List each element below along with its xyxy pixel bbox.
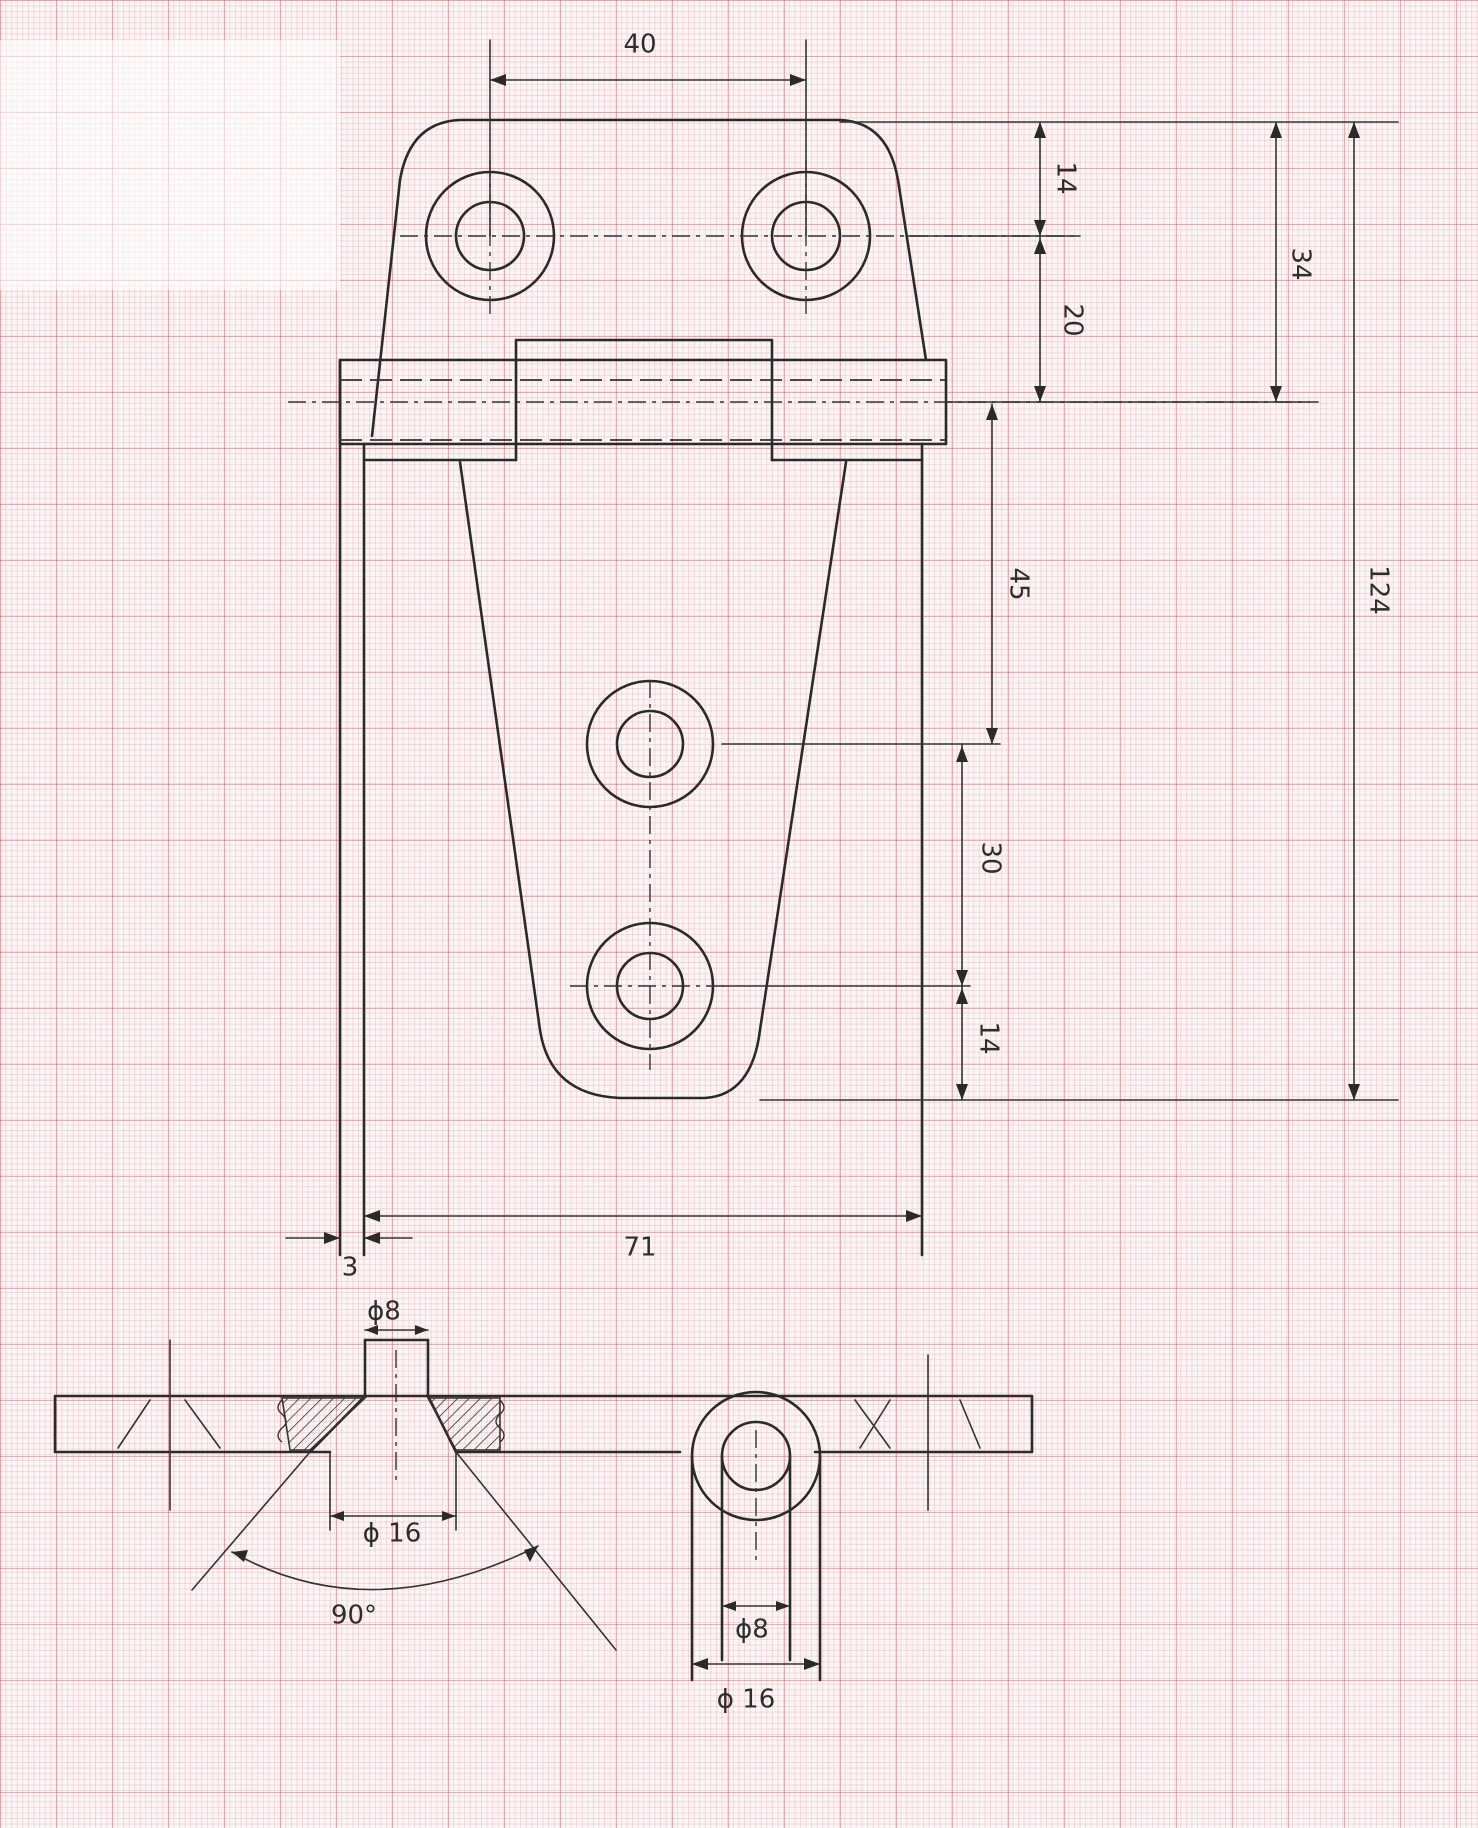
dim-knuckle-diameter: ϕ 16 xyxy=(717,1685,776,1715)
front-view xyxy=(288,118,1310,1257)
dim-knuckle-offset: 3 xyxy=(342,1253,359,1283)
dimensions-group: 40 14 20 34 124 xyxy=(285,30,1399,1283)
dim-countersink-diameter: ϕ 16 xyxy=(363,1519,422,1549)
section-hatch-right xyxy=(426,1397,501,1451)
dim-pin-diameter-section: ϕ8 xyxy=(367,1297,401,1327)
dim-hole-to-axis: 20 xyxy=(1058,303,1088,336)
side-view: ϕ8 ϕ 16 xyxy=(690,1390,822,1715)
erased-corner-area xyxy=(0,40,340,290)
dim-top-leaf-height: 34 xyxy=(1286,247,1316,280)
dim-top-edge-to-hole: 14 xyxy=(1051,161,1081,194)
center-knuckle-segment xyxy=(514,338,774,462)
dim-hole-spacing-bottom: 30 xyxy=(976,841,1006,874)
section-hatch-left xyxy=(281,1397,368,1451)
dim-axis-to-hole: 45 xyxy=(1004,567,1034,600)
dim-overall-width: 71 xyxy=(623,1233,656,1263)
section-view: ϕ8 ϕ 16 90° xyxy=(53,1297,1034,1651)
dim-pin-diameter-side: ϕ8 xyxy=(735,1615,769,1645)
dim-hole-spacing-top: 40 xyxy=(623,30,656,60)
dim-overall-height: 124 xyxy=(1364,565,1394,615)
upper-leaf-outline xyxy=(370,118,928,438)
dim-hole-to-bottom-edge: 14 xyxy=(974,1021,1004,1054)
lower-leaf-outline xyxy=(458,460,848,1100)
dim-countersink-angle: 90° xyxy=(331,1601,377,1631)
